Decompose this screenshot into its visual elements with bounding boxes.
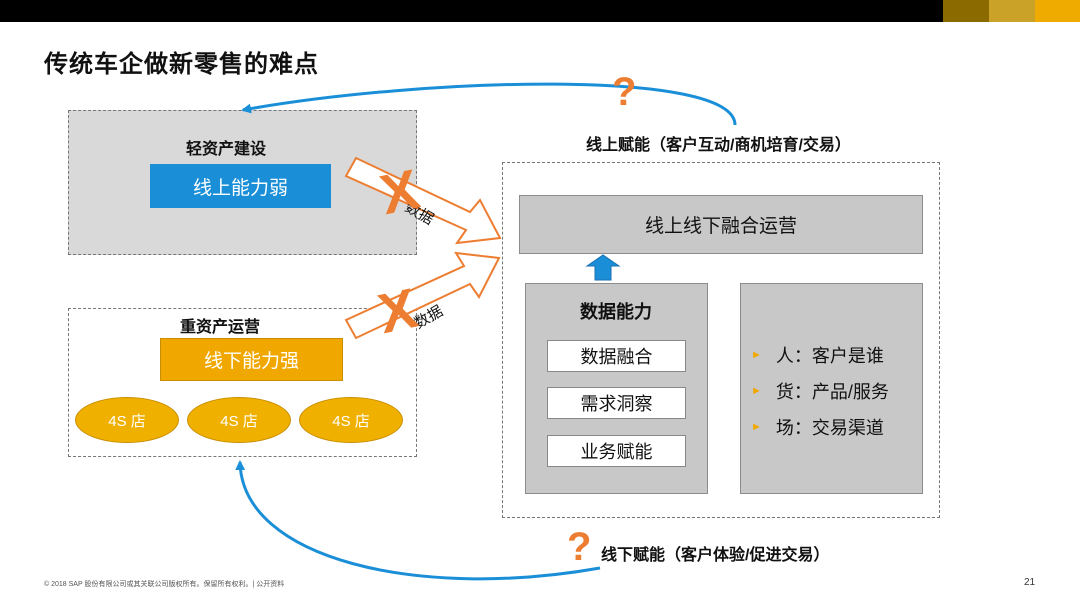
bullet-arrow-icon: ► [751,421,762,433]
top-bar-segment-gold [989,0,1035,22]
light-asset-heading: 轻资产建设 [186,141,267,158]
top-bar-segment-dark-gold [943,0,989,22]
bullet-arrow-icon: ► [751,349,762,361]
offline-question-mark-icon: ? [567,525,592,569]
bullet-text-place: 场：交易渠道 [775,418,884,438]
heavy-asset-heading: 重资产运营 [180,319,261,336]
data-ability-item-insight: 需求洞察 [547,387,686,419]
bullet-row-people: ► 人：客户是谁 [751,342,884,368]
store-4s-3: 4S 店 [299,397,403,443]
copyright-footer: © 2018 SAP 股份有限公司或其关联公司版权所有。保留所有权利。| 公开资… [44,581,285,588]
upper-data-block-arrow [344,156,502,245]
right-panel [502,162,940,518]
offline-strong-box: 线下能力强 [160,338,343,381]
page-title: 传统车企做新零售的难点 [44,51,319,78]
offline-enable-caption: 线下赋能（客户体验/促进交易） [601,547,830,564]
offline-enable-curve-arrow [235,460,601,581]
online-question-mark-icon: ? [612,70,637,114]
store-4s-2: 4S 店 [187,397,291,443]
online-enable-caption: 线上赋能（客户互动/商机培育/交易） [586,137,851,154]
bullet-row-place: ► 场：交易渠道 [751,414,884,440]
top-bar [0,0,1080,22]
bullet-row-goods: ► 货：产品/服务 [751,378,889,404]
lower-data-block-arrow [344,251,501,340]
online-weak-box: 线上能力弱 [150,164,331,208]
online-offline-fusion-box: 线上线下融合运营 [519,195,923,254]
page-number: 21 [1024,577,1036,588]
store-4s-1: 4S 店 [75,397,179,443]
data-ability-heading: 数据能力 [580,302,652,322]
bullet-text-goods: 货：产品/服务 [775,382,889,402]
people-goods-place-box: ► 人：客户是谁 ► 货：产品/服务 ► 场：交易渠道 [740,283,923,494]
up-arrow-icon [585,254,621,281]
heavy-asset-group [68,308,417,457]
bullet-text-people: 人：客户是谁 [775,346,884,366]
data-ability-box: 数据能力 数据融合 需求洞察 业务赋能 [525,283,708,494]
bullet-arrow-icon: ► [751,385,762,397]
data-ability-item-fusion: 数据融合 [547,340,686,372]
online-enable-curve-arrow [241,82,737,126]
data-ability-item-enable: 业务赋能 [547,435,686,467]
top-bar-segment-yellow [1035,0,1080,22]
